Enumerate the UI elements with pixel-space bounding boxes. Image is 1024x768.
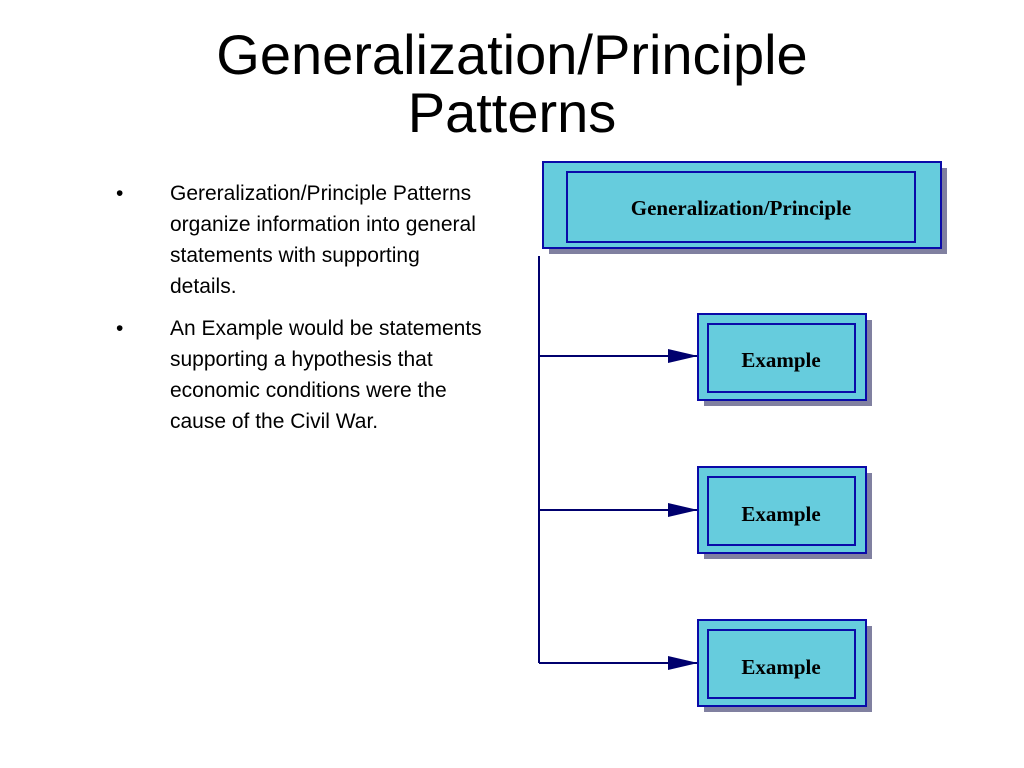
example-box: Example — [697, 466, 872, 559]
bullet-text: An Example would be statements supportin… — [170, 317, 482, 433]
example-label: Example — [741, 502, 820, 526]
bullet-item: • An Example would be statements support… — [112, 313, 492, 437]
slide-title-line-2: Patterns — [407, 81, 617, 144]
example-label: Example — [741, 655, 820, 679]
slide-title-line-1: Generalization/Principle — [216, 23, 808, 86]
slide-title: Generalization/Principle Patterns — [0, 26, 1024, 142]
example-box-inner — [707, 323, 856, 393]
bullet-marker: • — [116, 317, 124, 340]
bullet-item: • Gereralization/Principle Patterns orga… — [112, 178, 492, 302]
principle-label: Generalization/Principle — [631, 196, 851, 220]
example-box-inner — [707, 629, 856, 699]
principle-box-inner — [566, 171, 916, 243]
example-box-inner — [707, 476, 856, 546]
example-label: Example — [741, 348, 820, 372]
principle-box: Generalization/Principle — [542, 161, 947, 254]
bullet-text: Gereralization/Principle Patterns organi… — [170, 182, 476, 298]
example-box: Example — [697, 619, 872, 712]
bullet-list: • Gereralization/Principle Patterns orga… — [112, 178, 492, 448]
example-box: Example — [697, 313, 872, 406]
bullet-marker: • — [116, 182, 124, 205]
